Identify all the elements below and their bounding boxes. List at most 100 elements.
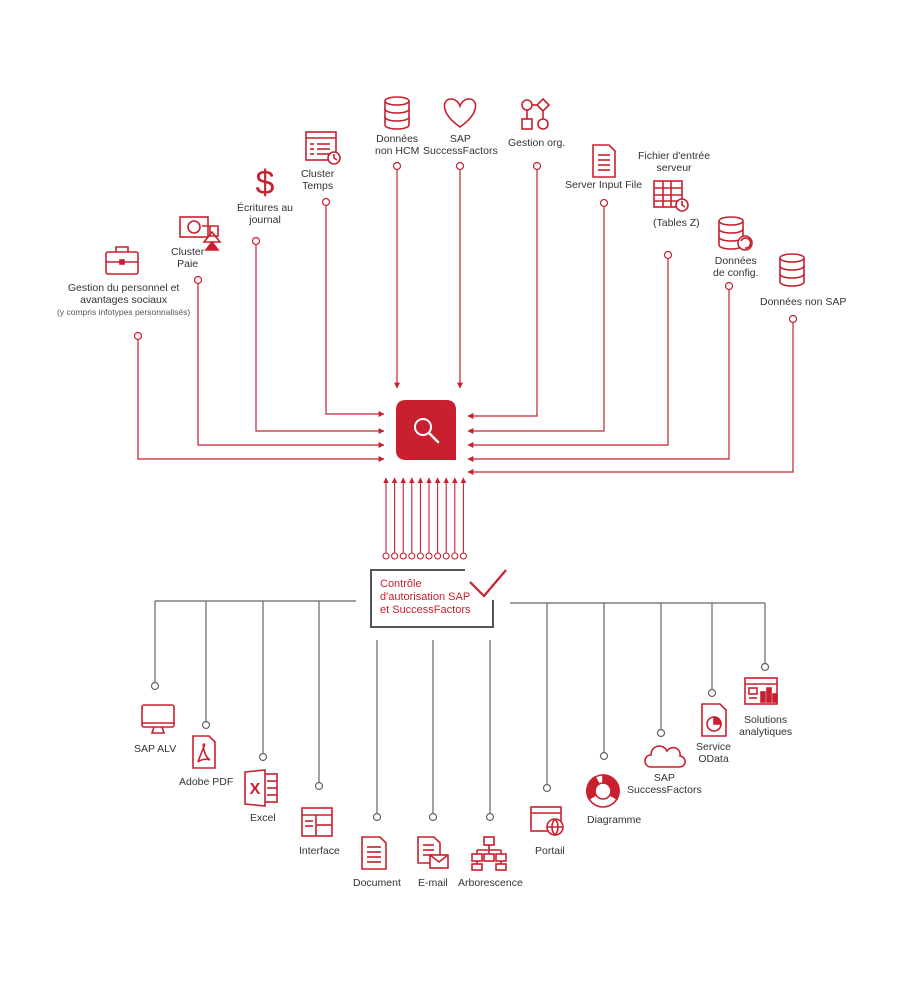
search-icon [414,418,440,444]
icons-layer: $X [105,96,805,871]
label-email: E-mail [418,877,448,889]
excel-icon: X [244,769,278,807]
label-gestion-org: Gestion org. [508,137,566,149]
node-gestion-personnel [133,331,143,341]
database-refresh-icon [718,216,753,251]
file-icon [592,144,616,178]
pie-chart-icon [586,774,620,808]
node-portail [542,783,552,793]
node-sap-successfactors-out [656,728,666,738]
connector-cluster-temps [325,206,385,417]
layout-icon [301,807,333,837]
briefcase-icon [105,246,139,275]
label-excel: Excel [250,812,276,824]
node-excel [258,752,268,762]
org-flow-icon [521,97,551,130]
database-icon [779,253,805,287]
node-diagramme [599,751,609,761]
connector-donnees-non-sap [467,323,794,475]
flow-node [391,552,399,560]
connector-gestion-personnel [137,340,385,462]
control-label: Contrôle d'autorisation SAP et SuccessFa… [380,578,470,617]
label-arborescence: Arborescence [458,877,523,889]
source-connectors [133,161,798,475]
node-document [372,812,382,822]
heart-icon [443,98,477,128]
node-cluster-paie [193,275,203,285]
control-line-3: et SuccessFactors [380,604,471,616]
node-sap-successfactors-src [455,161,465,171]
control-line-2: d'autorisation SAP [380,591,471,603]
flow-node [451,552,459,560]
flow-node [416,552,424,560]
flow-node [399,552,407,560]
node-adobe-pdf [201,720,211,730]
node-donnees-non-hcm [392,161,402,171]
analytics-icon [744,677,778,705]
node-email [428,812,438,822]
label-diagramme: Diagramme [587,814,642,826]
svg-text:$: $ [256,164,275,202]
checkmark-icon [469,569,507,598]
flow-node [425,552,433,560]
output-connectors [150,600,770,822]
flow-node [434,552,442,560]
node-ecritures-journal [251,236,261,246]
flow-node [382,552,390,560]
node-interface [314,781,324,791]
node-server-input-file [599,198,609,208]
tree-icon [471,836,507,871]
pdf-icon [192,735,216,769]
center-to-control-connectors [382,477,467,560]
connector-gestion-org [467,170,538,419]
payroll-icon [179,216,222,251]
email-icon [417,836,449,869]
label-fichier-entree-serveur-sub: (Tables Z) [653,217,700,229]
label-interface: Interface [299,845,340,857]
monitor-icon [141,704,175,734]
dollar-icon: $ [256,164,275,202]
label-portail: Portail [535,845,565,857]
control-box [370,569,507,628]
connector-donnees-config [467,290,730,462]
flow-node [459,552,467,560]
connector-fichier-entree-serveur [467,259,669,448]
connector-cluster-paie [197,284,385,448]
control-line-1: Contrôle [380,578,422,590]
timesheet-icon [305,131,341,165]
node-donnees-non-sap [788,314,798,324]
node-donnees-config [724,281,734,291]
node-fichier-entree-serveur [663,250,673,260]
portal-icon [530,806,564,837]
label-document: Document [353,877,401,889]
database-icon [384,96,410,130]
node-solutions-analytiques [760,662,770,672]
flow-node [408,552,416,560]
connector-ecritures-journal [255,245,385,434]
flow-node [442,552,450,560]
node-service-odata [707,688,717,698]
svg-text:X: X [250,781,261,798]
label-sap-alv: SAP ALV [134,743,177,755]
label-donnees-non-sap: Données non SAP [760,296,847,308]
odata-icon [701,703,727,737]
label-adobe-pdf: Adobe PDF [179,776,234,788]
cloud-icon [644,745,686,768]
center-hub [396,400,456,460]
node-arborescence [485,812,495,822]
connector-server-input-file [467,207,605,434]
label-server-input-file: Server Input File [565,179,643,191]
node-sap-alv [150,681,160,691]
